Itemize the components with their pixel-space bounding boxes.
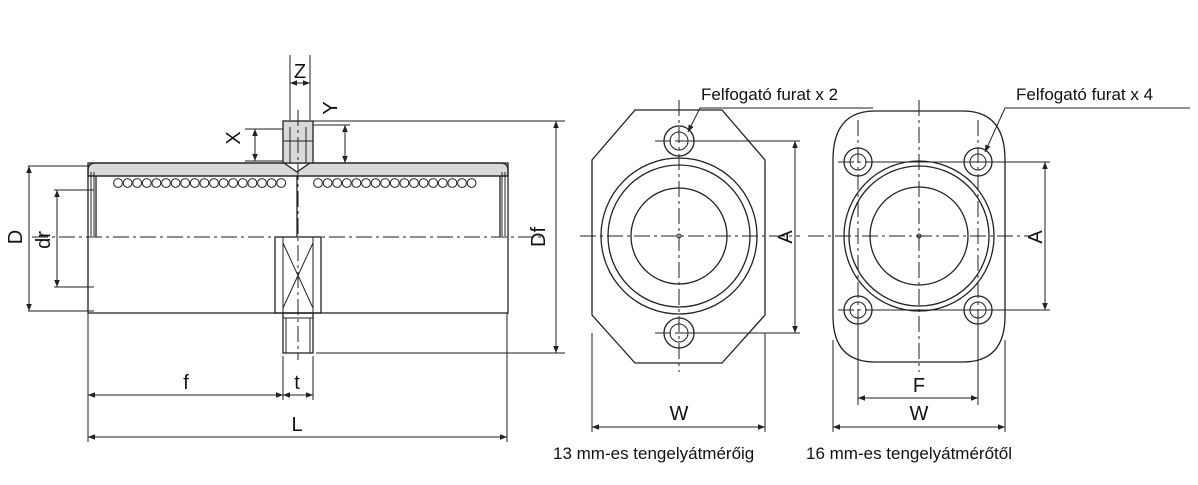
ball xyxy=(113,178,123,188)
ball xyxy=(380,178,391,188)
ball xyxy=(361,178,371,188)
flange-outline-small xyxy=(591,109,766,364)
ball xyxy=(189,178,200,188)
side-view: Z Y X D dr Df f t L xyxy=(5,55,565,442)
caption-large: 16 mm-es tengelyátmérőtől xyxy=(806,444,1012,463)
ball xyxy=(237,178,248,188)
ball xyxy=(180,178,191,188)
side-dimension-lines xyxy=(26,80,559,440)
ball xyxy=(199,178,210,188)
label-A-large: A xyxy=(1025,230,1047,244)
ball xyxy=(341,178,352,188)
ball xyxy=(141,178,152,188)
ball xyxy=(247,178,258,188)
ball xyxy=(351,178,362,188)
ball xyxy=(332,178,343,188)
ball xyxy=(399,178,410,188)
hole-callout-4: Felfogató furat x 4 xyxy=(1016,85,1153,104)
label-Y: Y xyxy=(320,101,342,114)
label-dr: dr xyxy=(33,231,55,249)
ball xyxy=(132,178,143,188)
ball-row xyxy=(113,178,477,188)
ball xyxy=(170,178,181,188)
label-Z: Z xyxy=(294,61,306,83)
ball xyxy=(151,178,162,188)
ball xyxy=(418,178,429,188)
hole-callout-2: Felfogató furat x 2 xyxy=(701,85,838,104)
label-A-small: A xyxy=(775,230,797,244)
ball xyxy=(313,178,323,188)
ball xyxy=(322,178,333,188)
label-Df: Df xyxy=(528,227,550,247)
ball xyxy=(428,178,439,188)
label-W-large: W xyxy=(910,403,929,425)
flange-outline-large xyxy=(832,110,1006,363)
caption-small: 13 mm-es tengelyátmérőig xyxy=(553,444,754,463)
label-W-small: W xyxy=(670,403,689,425)
label-F: F xyxy=(913,375,925,397)
front-view-large: Felfogató furat x 4 A F W 16 mm-es tenge… xyxy=(806,85,1190,463)
front-view-small: Felfogató furat x 2 A W 13 mm-es tengely… xyxy=(553,85,873,463)
ball xyxy=(122,178,133,188)
label-X: X xyxy=(223,131,245,144)
ball xyxy=(437,178,448,188)
ball xyxy=(209,178,219,188)
ball xyxy=(466,178,477,188)
label-D: D xyxy=(5,230,27,244)
label-f: f xyxy=(183,372,189,394)
ball xyxy=(457,178,467,188)
ball xyxy=(266,178,277,188)
label-t: t xyxy=(294,372,300,394)
ball xyxy=(228,178,239,188)
ball xyxy=(370,178,381,188)
ball xyxy=(161,178,171,188)
ball xyxy=(409,178,419,188)
label-L: L xyxy=(291,414,302,436)
ball xyxy=(389,178,400,188)
ball xyxy=(257,178,267,188)
ball xyxy=(218,178,229,188)
ball xyxy=(276,178,287,188)
ball xyxy=(447,178,458,188)
